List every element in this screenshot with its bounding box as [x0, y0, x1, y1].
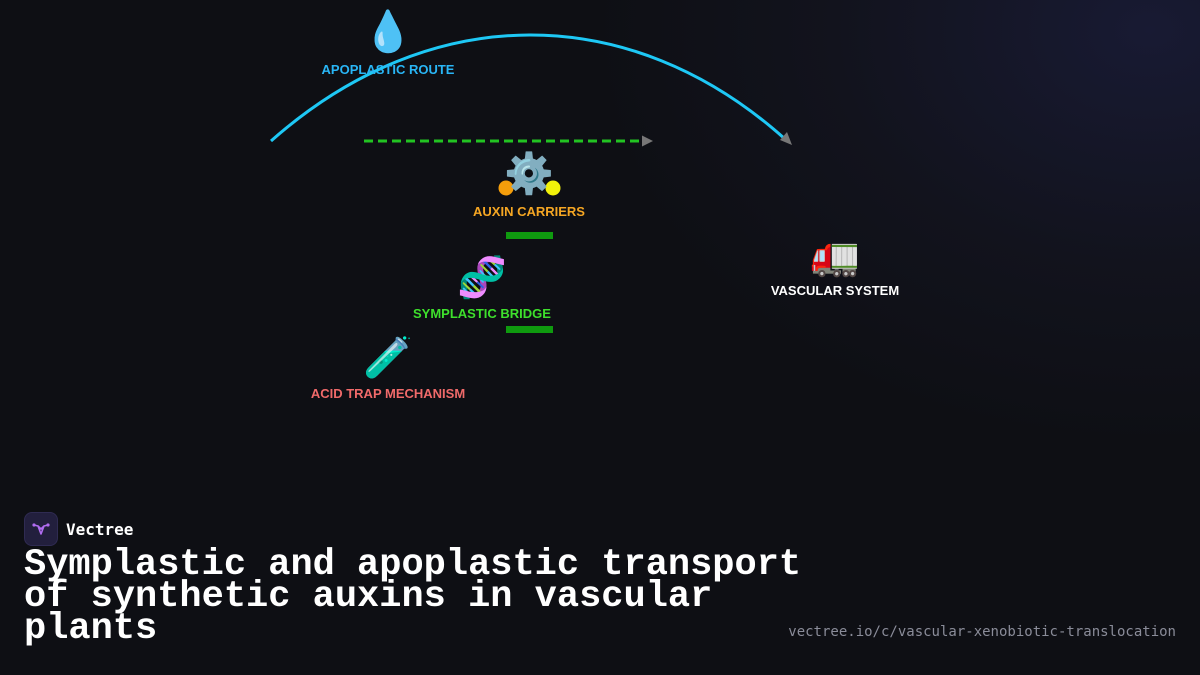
truck-icon: 🚛 — [810, 233, 860, 279]
acid-trap-mechanism-label: ACID TRAP MECHANISM — [310, 386, 466, 401]
auxin-carriers-label: AUXIN CARRIERS — [473, 204, 585, 219]
green-bar-upper — [506, 232, 553, 239]
source-url[interactable]: vectree.io/c/vascular-xenobiotic-translo… — [788, 624, 1176, 640]
node-auxin-carriers: ⚙️ AUXIN CARRIERS — [473, 150, 585, 220]
node-symplastic-bridge: 🧬 SYMPLASTIC BRIDGE — [413, 254, 551, 322]
node-apoplastic-route: 💧 APOPLASTIC ROUTE — [322, 8, 455, 78]
carrier-dot-orange — [498, 180, 514, 196]
green-bar-lower — [506, 326, 553, 333]
apoplastic-arrowhead — [780, 132, 792, 145]
symplastic-bridge-label: SYMPLASTIC BRIDGE — [413, 306, 551, 321]
brand: Vectree — [24, 512, 133, 546]
node-acid-trap-mechanism: 🧪 ACID TRAP MECHANISM — [311, 334, 465, 402]
water-droplet-icon: 💧 — [363, 9, 413, 55]
node-vascular-system: 🚛 VASCULAR SYSTEM — [771, 232, 899, 299]
carrier-dot-yellow — [545, 180, 561, 196]
test-tube-icon: 🧪 — [363, 335, 413, 381]
apoplastic-arc — [270, 33, 787, 143]
page-title: Symplastic and apoplastic transport of s… — [24, 544, 802, 650]
vascular-system-label: VASCULAR SYSTEM — [770, 283, 900, 298]
vectree-logo-icon — [24, 512, 58, 546]
symplastic-arrowhead — [642, 135, 653, 147]
gear-icon: ⚙️ — [504, 151, 554, 197]
brand-name: Vectree — [66, 519, 134, 539]
dna-icon: 🧬 — [457, 255, 507, 301]
apoplastic-route-label: APOPLASTIC ROUTE — [321, 62, 455, 77]
